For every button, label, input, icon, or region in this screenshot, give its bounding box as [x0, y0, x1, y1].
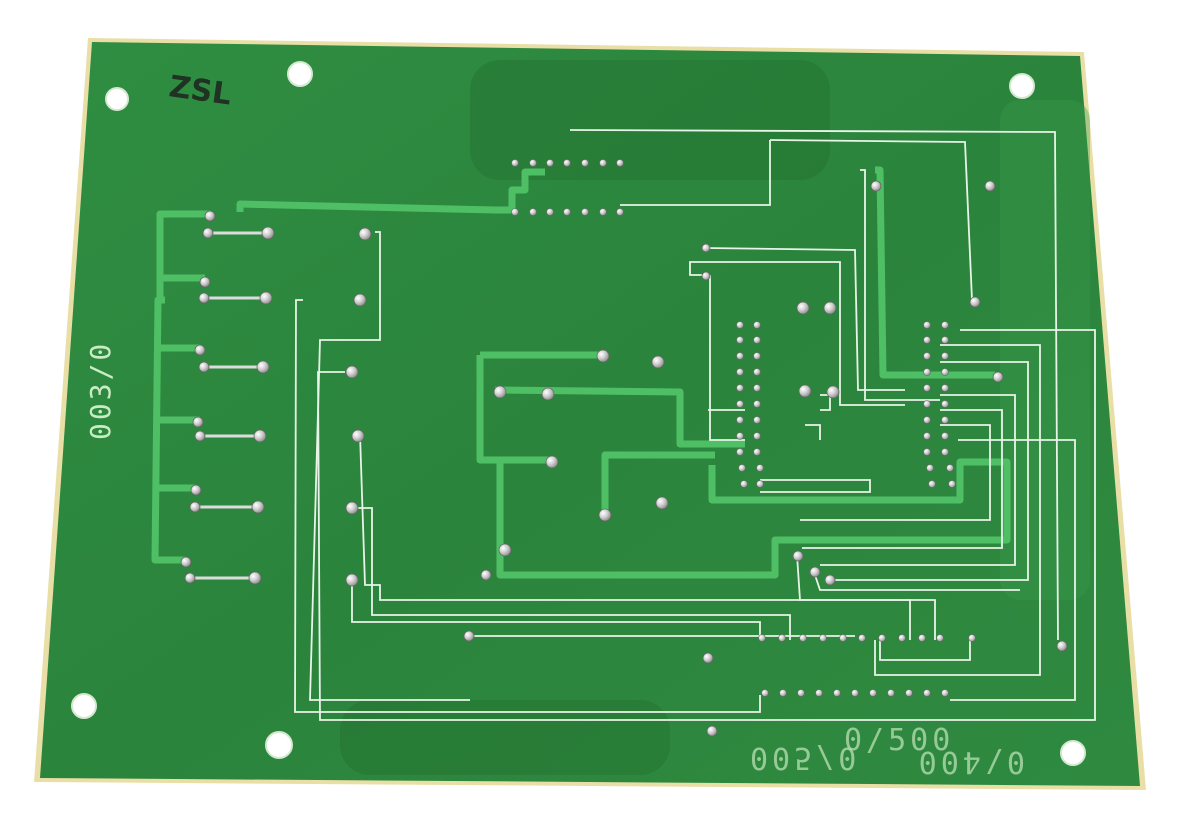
mounting-hole [287, 61, 313, 87]
ic-footprints [511, 159, 976, 697]
solder-pads [180, 180, 1068, 737]
board-label-left: 003/0 [84, 341, 117, 440]
mounting-hole [1060, 740, 1086, 766]
ink-mark: ZSL [167, 69, 234, 112]
mounting-hole [71, 693, 97, 719]
mounting-hole [105, 87, 129, 111]
component-leads [190, 231, 268, 580]
thin-traces [294, 129, 1096, 721]
mounting-hole [1009, 73, 1035, 99]
top-connector [511, 159, 624, 216]
ic-middle [736, 321, 764, 488]
board-label-bottom-a: 005/0 [750, 740, 860, 775]
ic-right [923, 321, 956, 488]
board-label-bottom-b: 0/500 [844, 723, 954, 758]
bottom-connector [758, 634, 976, 697]
board-shading [340, 60, 1090, 775]
mounting-holes [71, 61, 1086, 766]
board-label-bottom-c: 0/400 [915, 744, 1025, 779]
thick-traces [151, 166, 1011, 579]
mounting-hole [265, 731, 293, 759]
